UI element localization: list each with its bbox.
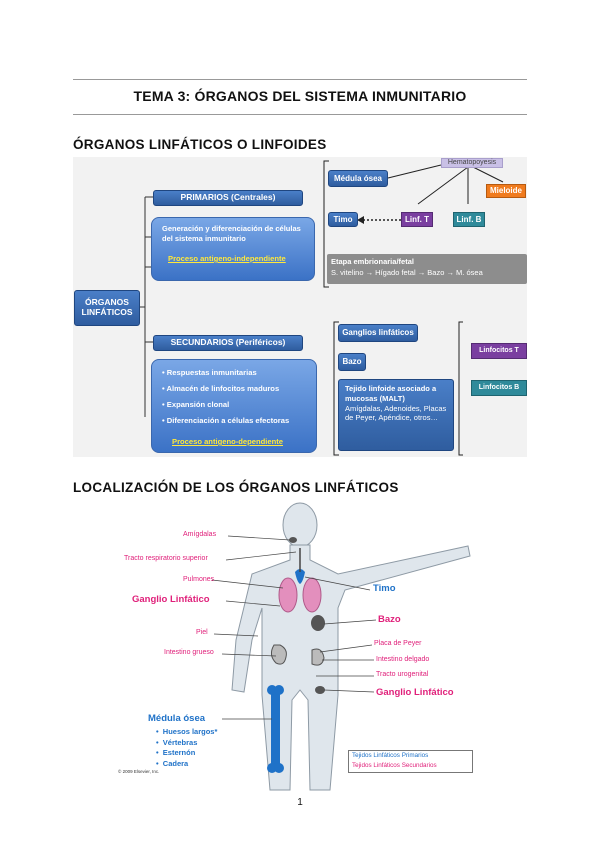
malt-title: Tejido linfoide asociado a mucosas (MALT…: [345, 384, 437, 403]
label-tracto-urogenital: Tracto urogenital: [376, 671, 429, 678]
label-pulmones: Pulmones: [183, 576, 215, 583]
medula-item: • Cadera: [156, 758, 189, 768]
label-timo: Timo: [373, 583, 396, 594]
linf-b-box: Linf. B: [453, 212, 485, 227]
medula-osea-box: Médula ósea: [328, 170, 388, 187]
ganglios-linfaticos-box: Ganglios linfáticos: [338, 324, 418, 342]
section-heading-organos: ÓRGANOS LINFÁTICOS O LINFOIDES: [73, 137, 327, 152]
secundarios-bullet: • Expansión clonal: [162, 400, 230, 409]
malt-text: Amígdalas, Adenoides, Placas de Peyer, A…: [345, 403, 447, 423]
secundarios-bullet: • Respuestas inmunitarias: [162, 368, 257, 377]
lung-left-icon: [278, 577, 298, 613]
secundarios-bullet: • Diferenciación a células efectoras: [162, 416, 290, 425]
secundarios-bullet: • Almacén de linfocitos maduros: [162, 384, 280, 393]
label-medula-osea: Médula ósea: [148, 713, 206, 724]
primarios-bullet: Generación y diferenciación de células d…: [162, 224, 301, 243]
label-intestino-grueso: Intestino grueso: [164, 649, 214, 656]
medula-item: • Vértebras: [156, 737, 198, 747]
medula-items-list: • Huesos largos* • Vértebras • Esternón …: [156, 727, 217, 769]
figure-legend: Tejidos Linfáticos Primarios Tejidos Lin…: [348, 750, 473, 773]
label-intestino-delgado: Intestino delgado: [376, 656, 430, 663]
etapa-embrionaria-box: Etapa embrionaria/fetal S. vitelino → Hí…: [327, 254, 527, 284]
tonsil-icon: [289, 537, 297, 543]
femur-icon: [271, 688, 280, 770]
linf-t-box: Linf. T: [401, 212, 433, 227]
malt-box: Tejido linfoide asociado a mucosas (MALT…: [338, 379, 454, 451]
primarios-process: Proceso antigeno-independiente: [168, 254, 286, 263]
label-tracto-respiratorio: Tracto respiratorio superior: [124, 555, 208, 562]
secundarios-header: SECUNDARIOS (Periféricos): [153, 335, 303, 351]
secundarios-panel: • Respuestas inmunitarias • Almacén de l…: [151, 359, 317, 453]
root-box-organos-linfaticos: ÓRGANOS LINFÁTICOS: [74, 290, 140, 326]
label-ganglio-linfatico-1: Ganglio Linfático: [132, 594, 210, 605]
lymphoid-organs-diagram: ÓRGANOS LINFÁTICOS PRIMARIOS (Centrales)…: [73, 157, 527, 457]
document-title: TEMA 3: ÓRGANOS DEL SISTEMA INMUNITARIO: [133, 88, 467, 104]
primarios-panel: Generación y diferenciación de células d…: [151, 217, 315, 281]
etapa-text: S. vitelino → Hígado fetal → Bazo → M. ó…: [331, 267, 483, 277]
legend-secundarios: Tejidos Linfáticos Secundarios: [352, 762, 437, 769]
top-rule: [73, 79, 527, 80]
label-placa-peyer: Placa de Peyer: [374, 640, 422, 647]
secundarios-process: Proceso antigeno-dependiente: [172, 437, 283, 446]
lymph-node-icon: [315, 686, 325, 694]
label-bazo: Bazo: [378, 614, 401, 625]
timo-box: Timo: [328, 212, 358, 227]
legend-primarios: Tejidos Linfáticos Primarios: [352, 752, 429, 759]
etapa-title: Etapa embrionaria/fetal: [331, 257, 414, 266]
thymus-icon: [295, 569, 305, 584]
medula-item: • Huesos largos*: [156, 727, 218, 736]
small-intestine-icon: [311, 648, 325, 666]
secundarios-bullets: • Respuestas inmunitarias • Almacén de l…: [162, 368, 289, 432]
large-intestine-icon: [270, 644, 287, 665]
linfocitos-t-box: Linfocitos T: [471, 343, 527, 359]
hematopoyesis-box: Hematopoyesis: [441, 158, 503, 168]
label-ganglio-linfatico-2: Ganglio Linfático: [376, 687, 454, 698]
copyright-text: © 2009 Elsevier, Inc.: [118, 769, 160, 774]
linfocitos-b-box: Linfocitos B: [471, 380, 527, 396]
spleen-icon: [311, 615, 325, 631]
label-piel: Piel: [196, 629, 208, 636]
head-outline: [282, 502, 318, 548]
mieloide-box: Mieloide: [486, 184, 526, 198]
primarios-header: PRIMARIOS (Centrales): [153, 190, 303, 206]
page-number: 1: [297, 797, 303, 808]
title-bottom-rule: [73, 114, 527, 115]
bazo-box: Bazo: [338, 353, 366, 371]
label-amigdalas: Amígdalas: [183, 531, 217, 538]
medula-item: • Esternón: [156, 748, 196, 757]
section-heading-localizacion: LOCALIZACIÓN DE LOS ÓRGANOS LINFÁTICOS: [73, 480, 399, 495]
diagram-connectors: [75, 160, 504, 456]
lung-right-icon: [302, 577, 322, 613]
